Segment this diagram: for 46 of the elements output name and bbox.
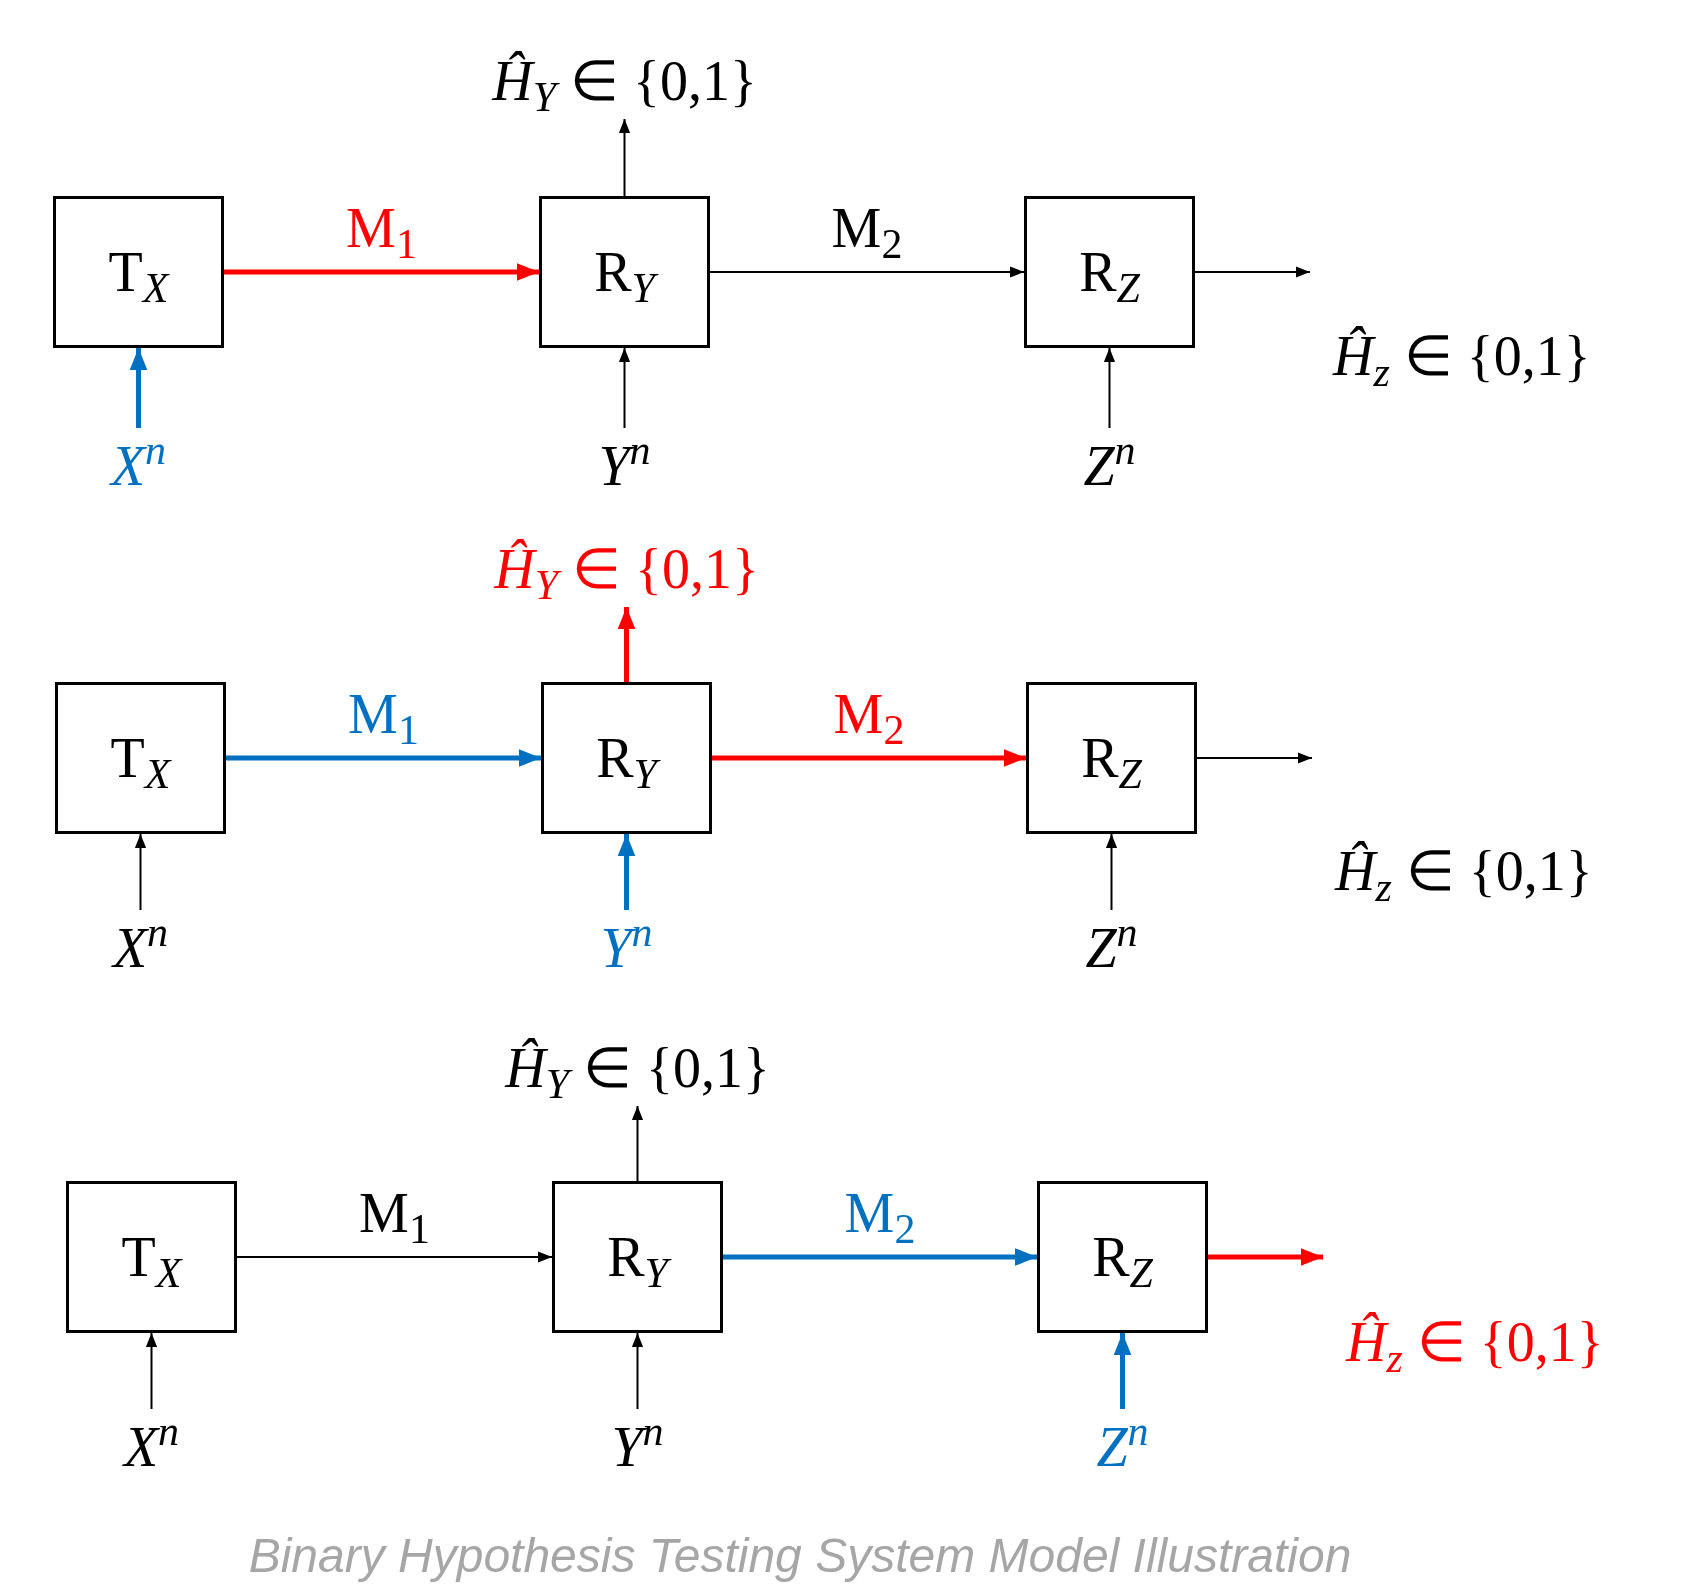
arrow	[617, 607, 636, 682]
arrow	[134, 833, 147, 911]
output-label: Ĥ$_{z}$ ∈ {0,1}	[1335, 843, 1593, 899]
output-label: Ĥ$_{z}$ ∈ {0,1}	[1333, 328, 1591, 384]
arrow	[709, 266, 1025, 278]
arrow	[1194, 266, 1311, 278]
process-box: T$_{X}$	[66, 1181, 237, 1333]
output-label: Ĥ$_{z}$ ∈ {0,1}	[1346, 1314, 1604, 1370]
arrow	[618, 347, 631, 429]
arrow	[617, 834, 636, 910]
signal-label: Y$^{n}$	[577, 1409, 698, 1485]
process-box: R$_{Y}$	[552, 1181, 723, 1333]
signal-label: Ĥ$_{Y}$ ∈ {0,1}	[464, 43, 785, 119]
arrow	[723, 1248, 1037, 1266]
arrow	[631, 1105, 644, 1182]
arrow	[1103, 347, 1116, 429]
arrow	[1196, 752, 1313, 764]
caption: Binary Hypothesis Testing System Model Illustration	[247, 1532, 1353, 1580]
arrow	[129, 348, 148, 428]
arrow	[224, 263, 539, 281]
process-box: R$_{Z}$	[1026, 682, 1197, 834]
process-box: T$_{X}$	[55, 682, 226, 834]
signal-label: Z$^{n}$	[1049, 428, 1170, 504]
signal-label: Z$^{n}$	[1051, 910, 1172, 986]
signal-label: Y$^{n}$	[566, 910, 687, 986]
signal-label: Ĥ$_{Y}$ ∈ {0,1}	[466, 531, 787, 607]
process-box: R$_{Y}$	[539, 196, 710, 348]
process-box: T$_{X}$	[53, 196, 224, 348]
signal-label: Z$^{n}$	[1062, 1409, 1183, 1485]
arrow	[631, 1332, 644, 1410]
process-box: R$_{Y}$	[541, 682, 712, 834]
arrow	[1105, 833, 1118, 911]
signal-label: X$^{n}$	[78, 428, 199, 504]
arrow	[236, 1251, 553, 1263]
process-box: R$_{Z}$	[1037, 1181, 1208, 1333]
arrow	[1113, 1333, 1132, 1409]
arrow	[712, 749, 1026, 767]
arrow	[618, 118, 631, 197]
signal-label: X$^{n}$	[91, 1409, 212, 1485]
arrow	[226, 749, 541, 767]
signal-label: Y$^{n}$	[564, 428, 685, 504]
arrow	[1208, 1248, 1323, 1266]
signal-label: Ĥ$_{Y}$ ∈ {0,1}	[477, 1030, 798, 1106]
process-box: R$_{Z}$	[1024, 196, 1195, 348]
arrow	[145, 1332, 158, 1410]
signal-label: X$^{n}$	[80, 910, 201, 986]
